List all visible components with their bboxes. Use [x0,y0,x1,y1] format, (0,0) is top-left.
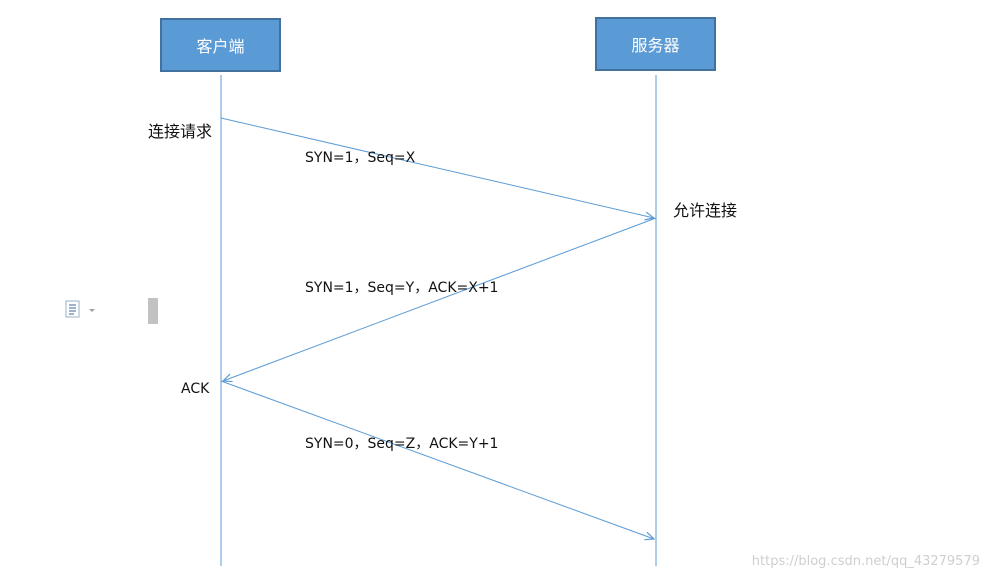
message-label-3: SYN=0，Seq=Z，ACK=Y+1 [305,436,499,452]
text-cursor [148,298,158,324]
message-arrow-2 [223,217,657,381]
client-actor-box: 客户端 [160,18,281,72]
message-label-2: SYN=1，Seq=Y，ACK=X+1 [305,280,499,296]
message-label-1: SYN=1，Seq=X [305,150,416,166]
server-actor-box: 服务器 [595,17,716,71]
message-arrow-1 [220,117,654,218]
note-allow-connection: 允许连接 [673,201,738,220]
watermark: https://blog.csdn.net/qq_43279579 [751,554,980,569]
client-actor-label: 客户端 [196,37,245,56]
note-ack: ACK [181,381,210,397]
server-actor-label: 服务器 [631,36,680,55]
message-arrow-3 [220,380,654,539]
note-connection-request: 连接请求 [148,122,213,141]
paste-options-icon[interactable] [65,300,95,320]
